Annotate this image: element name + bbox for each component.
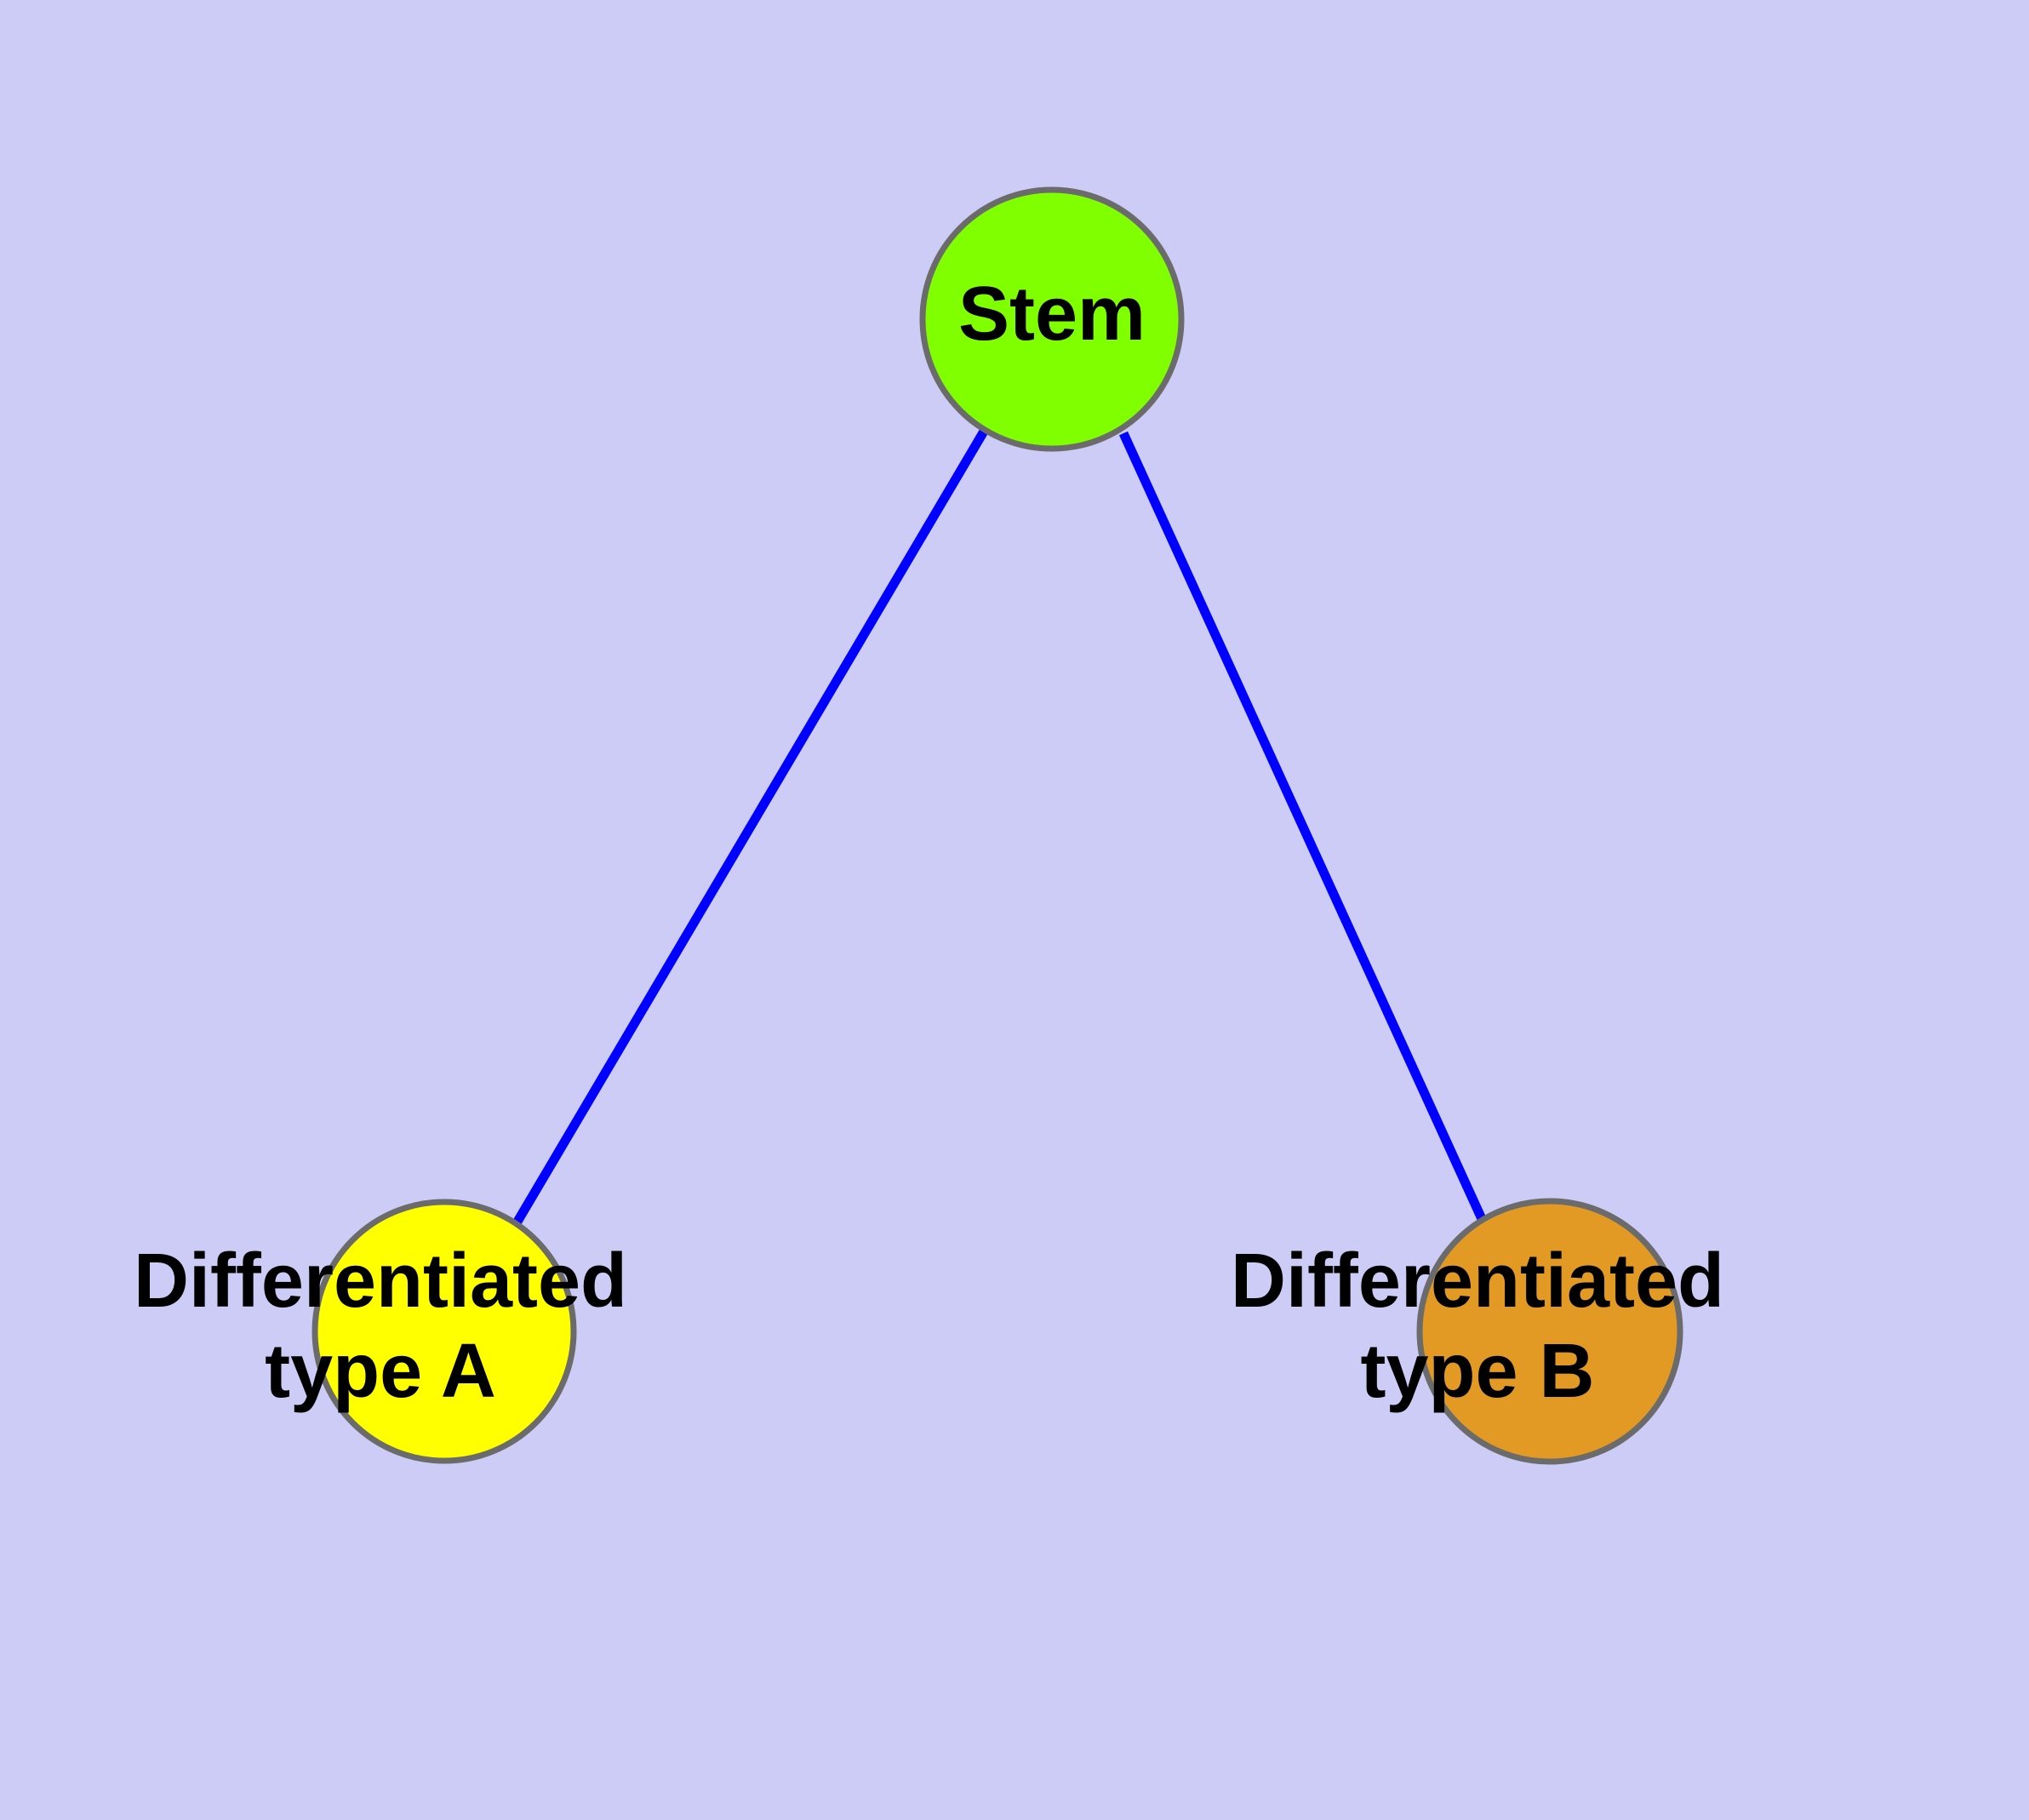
node-differentiated-type-a-label-line1: Differentiated bbox=[134, 1239, 627, 1324]
node-differentiated-type-a-label-line2: type A bbox=[265, 1329, 496, 1414]
node-layer bbox=[311, 186, 1683, 1465]
node-stem-label: Stem bbox=[958, 272, 1146, 357]
node-differentiated-type-a-circle[interactable] bbox=[311, 1199, 577, 1464]
edge-layer bbox=[513, 427, 1488, 1224]
label-layer: Stem Differentiated type A Differentiate… bbox=[134, 272, 1724, 1414]
node-differentiated-type-b-circle[interactable] bbox=[1416, 1198, 1683, 1465]
node-differentiated-type-b-label-line2: type B bbox=[1360, 1329, 1594, 1414]
node-stem-circle[interactable] bbox=[919, 186, 1185, 452]
node-differentiated-type-b-label-line1: Differentiated bbox=[1231, 1239, 1724, 1324]
edge-stem-to-differentiated-type-a[interactable] bbox=[513, 427, 989, 1224]
edge-stem-to-differentiated-type-b[interactable] bbox=[1118, 431, 1488, 1223]
